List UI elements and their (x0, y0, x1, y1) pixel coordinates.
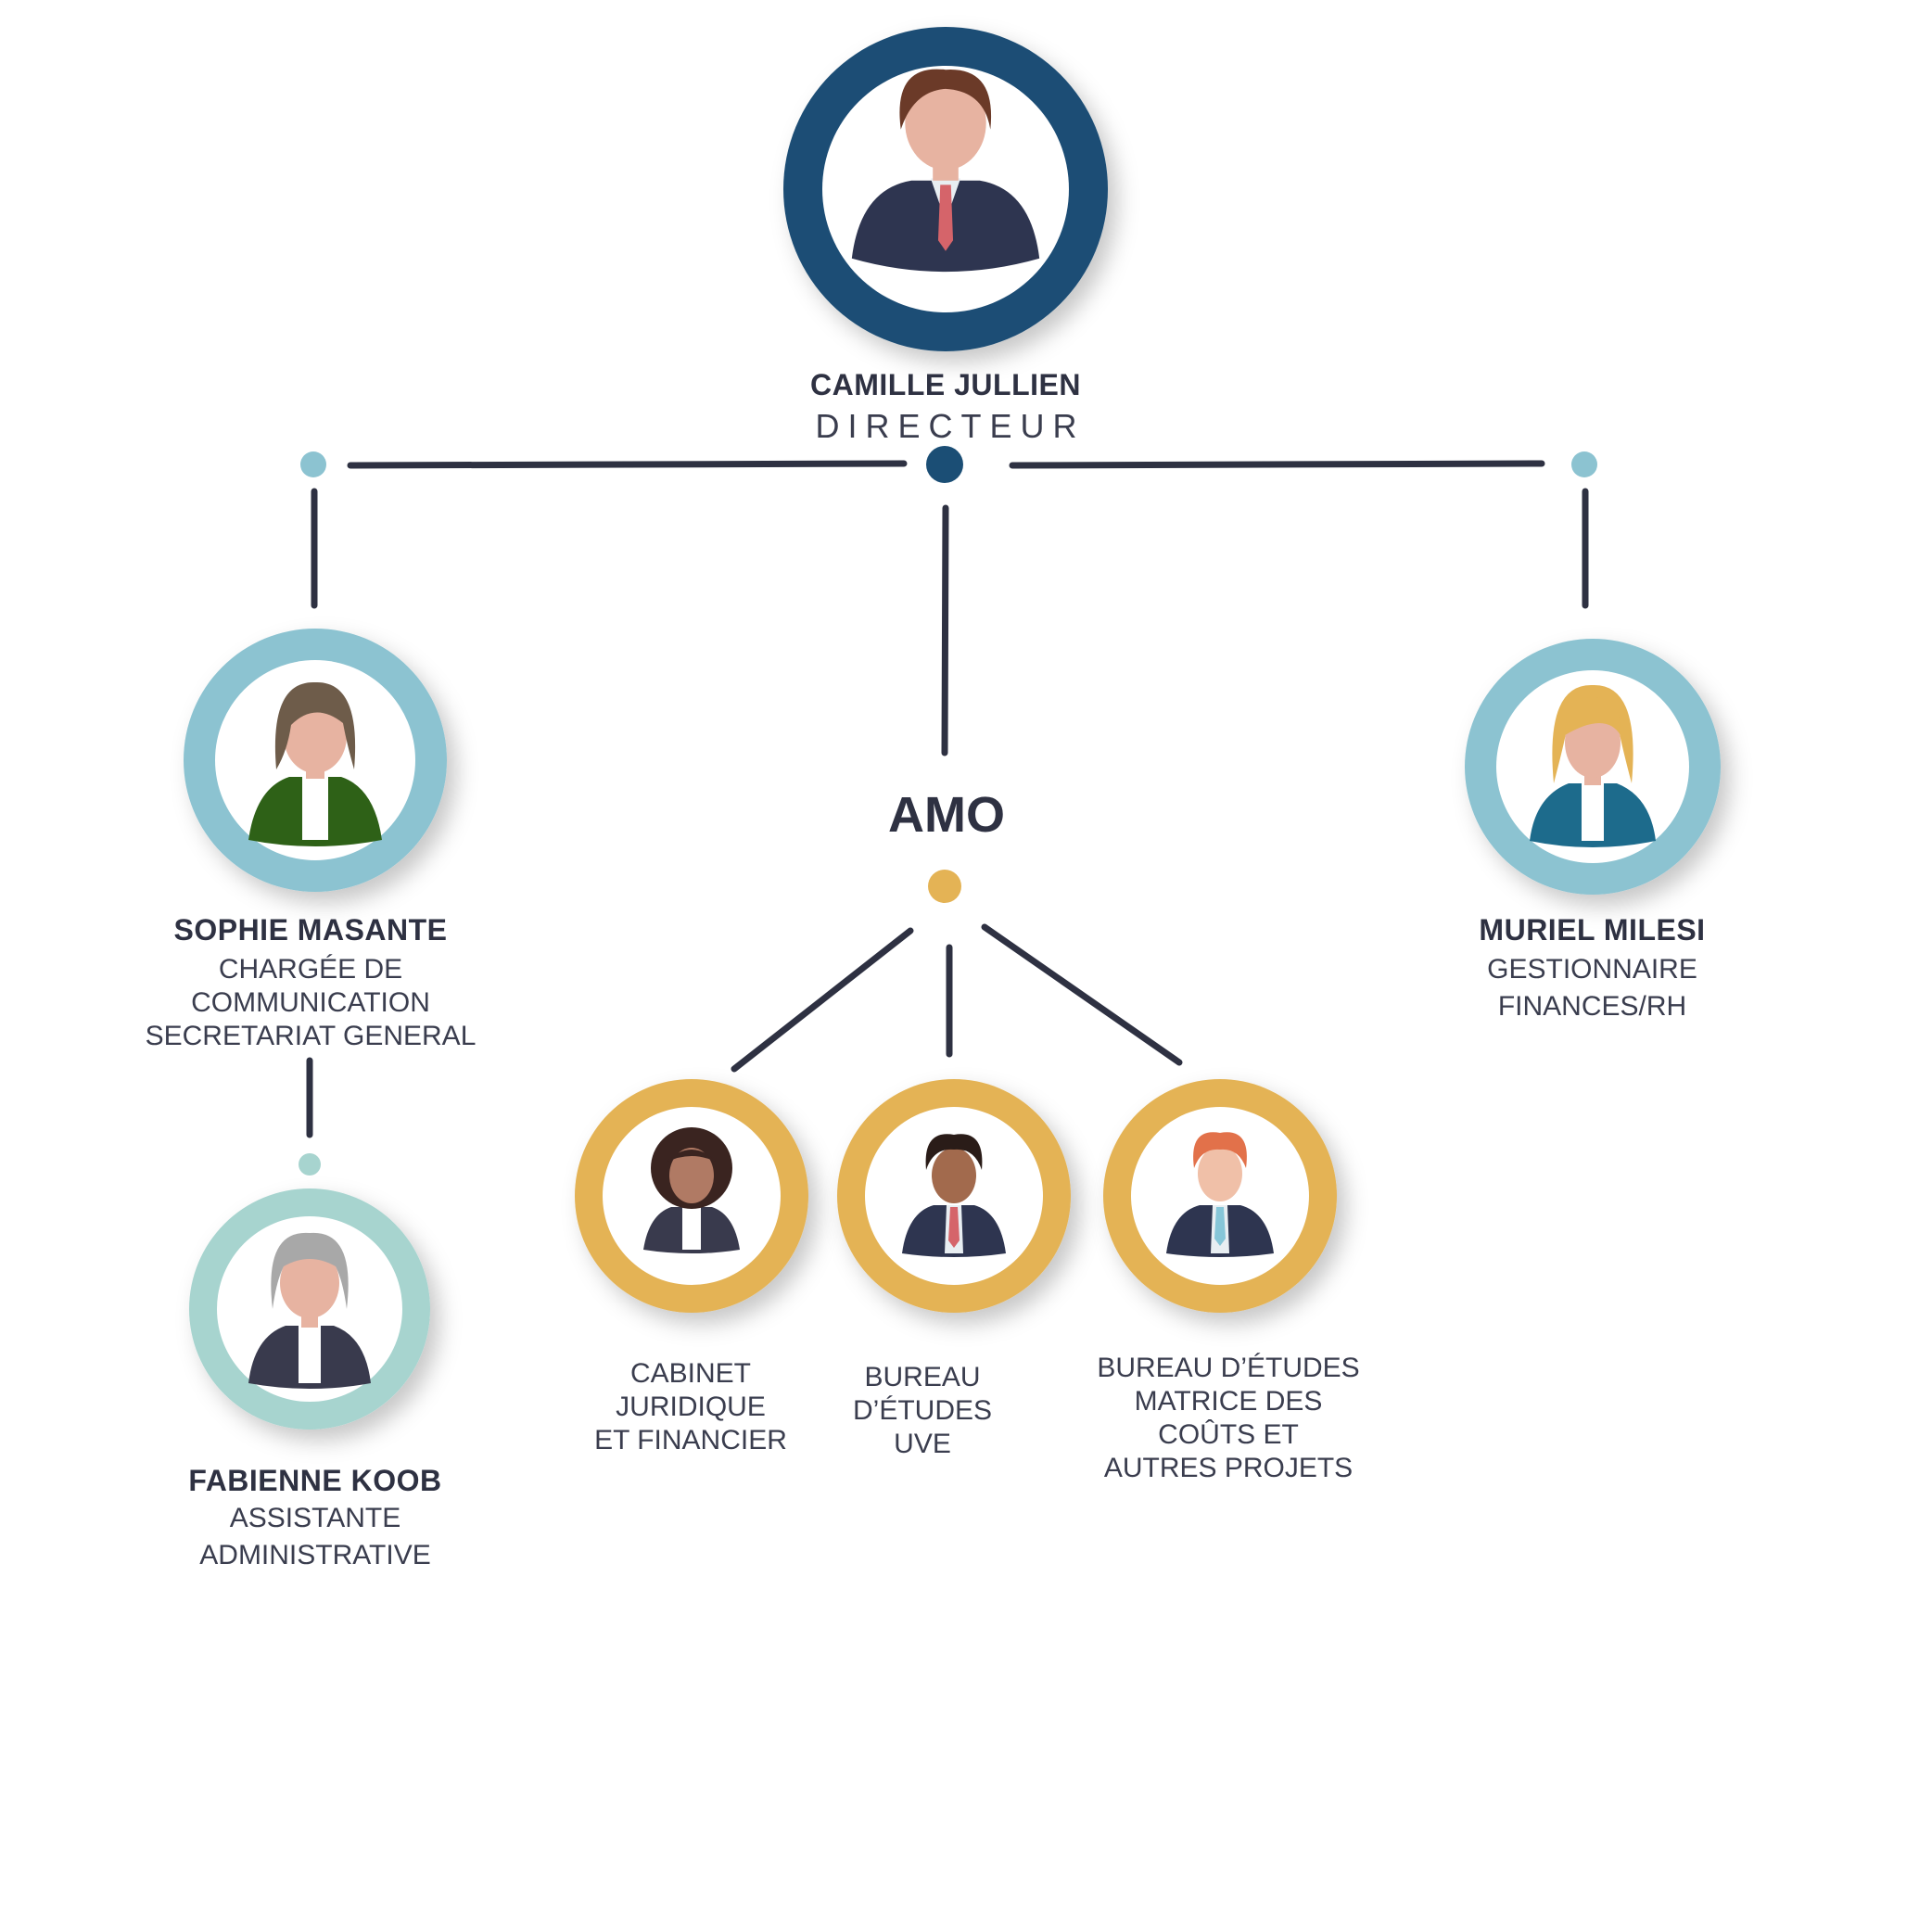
amo-member-1-label-line-2: JURIDIQUE (616, 1392, 766, 1422)
left-sub-node (189, 1188, 430, 1430)
right-role-line-2: FINANCES/RH (1497, 991, 1687, 1022)
curly-haired-woman-avatar-icon (643, 1127, 740, 1253)
director-to-amo-line (941, 504, 949, 756)
director-role: DIRECTEUR (815, 407, 1086, 445)
curly-haired-man-avatar-icon (902, 1134, 1006, 1257)
right-node (1465, 639, 1721, 895)
amo-member-2-node (837, 1079, 1071, 1313)
top-bar-left (347, 460, 908, 469)
director-node (783, 27, 1108, 351)
amo-branch-right (981, 923, 1183, 1066)
woman-green-jacket-avatar-icon (248, 681, 382, 846)
amo-member-3-node (1103, 1079, 1337, 1313)
right-junction-dot (1571, 451, 1597, 477)
left-node (184, 629, 447, 892)
left-sub-role-line-2: ADMINISTRATIVE (199, 1540, 431, 1570)
amo-member-1-label-line-1: CABINET (629, 1358, 752, 1389)
right-name: MURIEL MILESI (1479, 913, 1706, 947)
top-bar-right (1009, 460, 1545, 469)
amo-member-3-label-line-3: COÛTS ET (1158, 1419, 1299, 1450)
amo-member-2-label-line-2: D’ÉTUDES (852, 1395, 992, 1426)
amo-branch-left (731, 927, 914, 1073)
connector-lines (306, 460, 1589, 1138)
right-role-line-1: GESTIONNAIRE (1487, 954, 1697, 985)
left-sub-role-line-1: ASSISTANTE (229, 1503, 401, 1533)
amo-title: AMO (888, 787, 1005, 843)
left-junction-dot (300, 451, 326, 477)
director-name: CAMILLE JULLIEN (810, 368, 1081, 401)
amo-member-1-node (575, 1079, 808, 1313)
amo-member-2-label-line-1: BUREAU (864, 1362, 981, 1392)
center-junction-dot (926, 446, 963, 483)
man-suit-red-tie-avatar-icon (851, 69, 1040, 273)
amo-member-3-label-line-1: BUREAU D’ÉTUDES (1097, 1353, 1360, 1383)
left-name: SOPHIE MASANTE (173, 913, 448, 947)
left-role-line-2: COMMUNICATION (191, 987, 430, 1018)
amo-member-2-label-line-3: UVE (894, 1429, 951, 1459)
left-sub-name: FABIENNE KOOB (188, 1464, 442, 1497)
gray-haired-woman-avatar-icon (248, 1232, 371, 1389)
left-role-line-3: SECRETARIAT GENERAL (145, 1021, 477, 1051)
amo-member-3-label-line-4: AUTRES PROJETS (1103, 1453, 1354, 1483)
sub-junction-dot (299, 1153, 321, 1176)
red-haired-man-avatar-icon (1166, 1132, 1274, 1257)
amo-member-3-label-line-2: MATRICE DES (1134, 1386, 1323, 1417)
amo-member-1-label-line-3: ET FINANCIER (594, 1425, 787, 1455)
left-role-line-1: CHARGÉE DE (218, 954, 403, 985)
blonde-woman-avatar-icon (1530, 684, 1656, 847)
amo-dot (928, 870, 961, 903)
